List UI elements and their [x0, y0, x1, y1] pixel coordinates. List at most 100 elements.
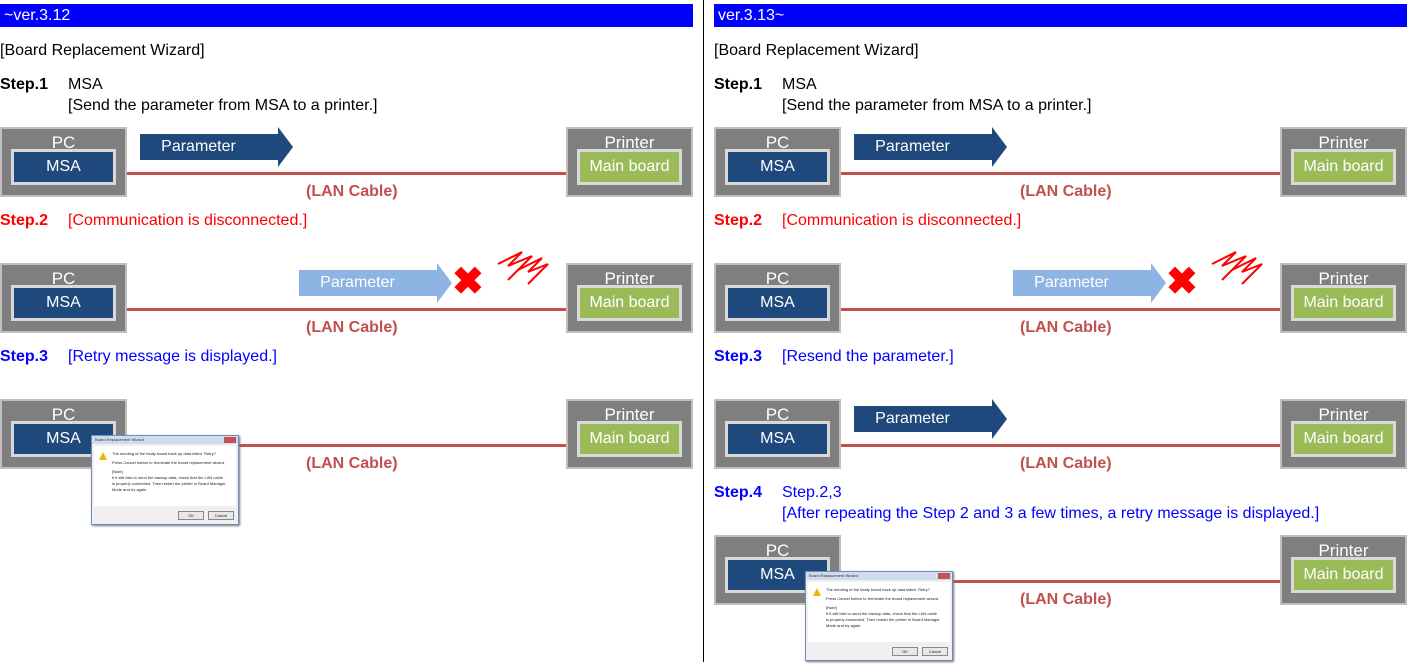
cancel-button[interactable]: Cancel [208, 511, 234, 520]
close-icon[interactable] [938, 573, 950, 579]
version-header: ver.3.13~ [714, 4, 1407, 27]
parameter-block: Parameter [854, 134, 971, 160]
dialog-message: Mode and try again. [112, 487, 148, 492]
step2-desc: [Communication is disconnected.] [68, 212, 308, 229]
dialog-message: Mode and try again. [826, 623, 862, 628]
dialog-message: If it still fails to send the backup dat… [826, 611, 937, 616]
main-board-label: Main board [1291, 557, 1396, 593]
parameter-arrow-stem [971, 406, 992, 432]
ok-button[interactable]: OK [892, 647, 918, 656]
step4-label: Step.4 [714, 484, 763, 501]
step2-desc: [Communication is disconnected.] [782, 212, 1022, 229]
pc-title: PC [765, 541, 790, 560]
parameter-block: Parameter [140, 134, 257, 160]
parameter-arrow-icon [278, 127, 293, 167]
printer-box: Printer Main board [1280, 399, 1407, 469]
printer-box: Printer Main board [566, 127, 693, 197]
lan-cable-label: (LAN Cable) [1020, 183, 1112, 200]
left-column: ~ver.3.12 [Board Replacement Wizard] Ste… [0, 0, 700, 668]
version-header: ~ver.3.12 [0, 4, 693, 27]
wizard-title: [Board Replacement Wizard] [714, 42, 919, 59]
msa-label: MSA [725, 149, 830, 185]
printer-box: Printer Main board [1280, 263, 1407, 333]
dialog-message: The sending of the faulty board back up … [826, 587, 930, 592]
warning-icon [813, 588, 821, 596]
printer-title: Printer [1318, 541, 1369, 560]
ok-button[interactable]: OK [178, 511, 204, 520]
msa-label: MSA [11, 149, 116, 185]
warning-icon [99, 452, 107, 460]
step3-label: Step.3 [0, 348, 49, 365]
step1-desc: [Send the parameter from MSA to a printe… [782, 97, 1092, 114]
parameter-arrow-stem [971, 134, 992, 160]
lan-cable [830, 580, 1290, 583]
pc-box: PC MSA [0, 263, 127, 333]
step1-desc: [Send the parameter from MSA to a printe… [68, 97, 378, 114]
main-board-label: Main board [577, 149, 682, 185]
printer-box: Printer Main board [566, 263, 693, 333]
close-icon[interactable] [224, 437, 236, 443]
parameter-arrow-stem [416, 270, 437, 296]
msa-label: MSA [725, 421, 830, 457]
pc-box: PC MSA [0, 127, 127, 197]
step1-label: Step.1 [714, 76, 763, 93]
step3-label: Step.3 [714, 348, 763, 365]
main-board-label: Main board [577, 285, 682, 321]
retry-dialog: Board Replacement Wizard The sending of … [91, 435, 239, 525]
cancel-button[interactable]: Cancel [922, 647, 948, 656]
lan-cable [116, 172, 576, 175]
parameter-arrow-icon [437, 263, 452, 303]
pc-title: PC [765, 133, 790, 152]
dialog-body: The sending of the faulty board back up … [94, 446, 236, 506]
lan-cable [116, 308, 576, 311]
dialog-title: Board Replacement Wizard [806, 572, 952, 580]
msa-label: MSA [11, 285, 116, 321]
lan-cable-label: (LAN Cable) [306, 319, 398, 336]
step2-label: Step.2 [714, 212, 763, 229]
step3-desc: [Retry message is displayed.] [68, 348, 277, 365]
dialog-message: If it still fails to send the backup dat… [112, 475, 223, 480]
parameter-arrow-icon [1151, 263, 1166, 303]
lan-cable-label: (LAN Cable) [306, 183, 398, 200]
lan-cable-label: (LAN Cable) [1020, 455, 1112, 472]
lan-cable-label: (LAN Cable) [1020, 319, 1112, 336]
step4-title: Step.2,3 [782, 484, 842, 501]
right-column: ver.3.13~ [Board Replacement Wizard] Ste… [714, 0, 1407, 668]
lan-cable [830, 308, 1290, 311]
step1-title: MSA [68, 76, 103, 93]
dialog-message: Press Cancel button to terminate the boa… [826, 596, 940, 601]
main-board-label: Main board [577, 421, 682, 457]
pc-box: PC MSA [714, 399, 841, 469]
column-divider [703, 0, 704, 662]
pc-title: PC [51, 133, 76, 152]
printer-title: Printer [1318, 405, 1369, 424]
parameter-arrow-stem [257, 134, 278, 160]
retry-dialog: Board Replacement Wizard The sending of … [805, 571, 953, 661]
parameter-arrow-icon [992, 399, 1007, 439]
printer-title: Printer [1318, 269, 1369, 288]
step1-label: Step.1 [0, 76, 49, 93]
parameter-arrow-icon [992, 127, 1007, 167]
lan-cable [830, 444, 1290, 447]
dialog-note: [Note] [826, 605, 837, 610]
lightning-icon [497, 251, 549, 285]
parameter-block: Parameter [299, 270, 416, 296]
pc-title: PC [765, 405, 790, 424]
printer-title: Printer [604, 405, 655, 424]
printer-box: Printer Main board [1280, 127, 1407, 197]
pc-box: PC MSA [714, 127, 841, 197]
main-board-label: Main board [1291, 421, 1396, 457]
dialog-note: [Note] [112, 469, 123, 474]
lan-cable-label: (LAN Cable) [306, 455, 398, 472]
main-board-label: Main board [1291, 149, 1396, 185]
dialog-message: Press Cancel button to terminate the boa… [112, 460, 226, 465]
disconnect-x-icon: ✖ [452, 261, 484, 303]
printer-box: Printer Main board [1280, 535, 1407, 605]
lan-cable-label: (LAN Cable) [1020, 591, 1112, 608]
wizard-title: [Board Replacement Wizard] [0, 42, 205, 59]
parameter-block: Parameter [854, 406, 971, 432]
pc-title: PC [51, 269, 76, 288]
dialog-title: Board Replacement Wizard [92, 436, 238, 444]
lightning-icon [1211, 251, 1263, 285]
dialog-body: The sending of the faulty board back up … [808, 582, 950, 642]
